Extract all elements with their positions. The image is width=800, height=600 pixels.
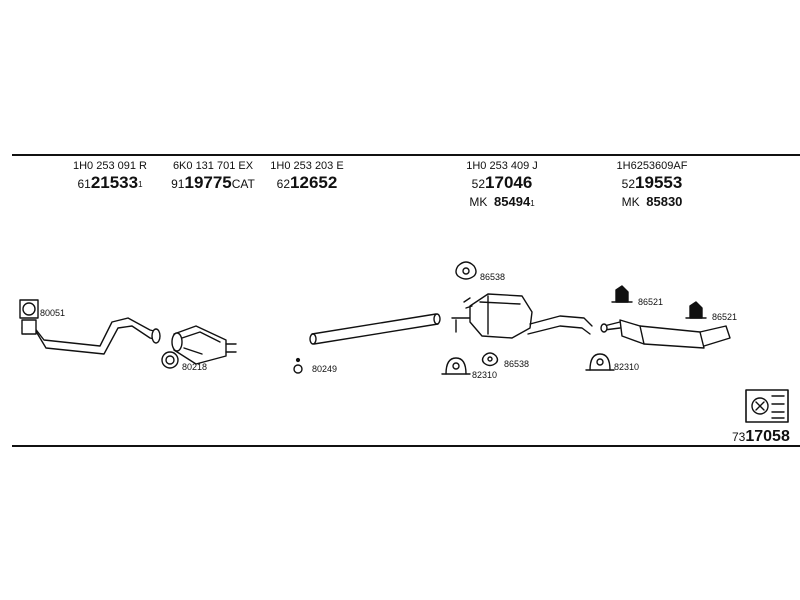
catalog-number: 7317058: [732, 428, 790, 446]
column-header-rear-silencer: 1H6253609AF 5219553 MK 85830: [602, 160, 702, 210]
hanger-icon: [611, 285, 633, 303]
article-number: 19553: [635, 173, 683, 192]
clamp-icon: [441, 357, 471, 375]
reference-number: 1H6253609AF: [616, 160, 688, 172]
mk-prefix: MK: [621, 195, 640, 209]
mk-number: 85830: [646, 194, 683, 209]
gasket-icon: [19, 299, 39, 319]
bottom-rule: [12, 445, 800, 447]
catalog-logo-icon: [745, 389, 789, 423]
part-label-clamp-right: 82310: [614, 362, 640, 372]
catalytic-converter-icon: [171, 325, 237, 365]
intermediate-pipe-icon: [309, 313, 441, 345]
part-label-hanger-right: 86521: [712, 312, 738, 322]
mk-prefix: MK: [469, 195, 488, 209]
mk-number: 85494: [494, 194, 531, 209]
middle-silencer-icon: [451, 293, 593, 339]
article-prefix: 52: [471, 177, 486, 191]
article-number: 12652: [290, 173, 338, 192]
part-label-small-ring: 80249: [312, 364, 338, 374]
ring-gasket-icon: [161, 351, 179, 369]
article-prefix: 62: [276, 177, 291, 191]
article-number: 21533: [90, 173, 139, 192]
hanger-icon: [685, 301, 707, 319]
part-label-clamp-left: 82310: [472, 370, 498, 380]
front-pipe-icon: [21, 317, 161, 355]
catalog-prefix: 73: [732, 430, 746, 444]
column-header-middle-silencer: 1H0 253 409 J 5217046 MK 854941: [452, 160, 552, 210]
top-rule: [12, 154, 800, 156]
part-label-gasket: 80051: [40, 308, 66, 318]
part-label-ring-gasket: 80218: [182, 362, 208, 372]
rubber-mount-icon: [481, 352, 499, 367]
rubber-mount-icon: [455, 261, 477, 280]
article-prefix: 91: [171, 177, 185, 191]
column-header-intermediate-pipe: 1H0 253 203 E 6212652: [262, 160, 352, 194]
article-suffix: CAT: [231, 177, 255, 191]
article-number: 17046: [485, 173, 533, 192]
rear-silencer-icon: [600, 319, 731, 349]
footnote-mark: 1: [530, 199, 535, 208]
small-ring-icon: [293, 357, 303, 374]
article-number: 19775: [184, 173, 232, 192]
reference-number: 1H0 253 203 E: [270, 160, 344, 172]
footnote-mark: 1: [138, 180, 143, 189]
reference-number: 6K0 131 701 EX: [172, 160, 254, 172]
article-prefix: 61: [77, 177, 91, 191]
reference-number: 1H0 253 091 R: [73, 160, 147, 172]
column-header-front-pipe: 1H0 253 091 R 61215331: [60, 160, 160, 194]
part-label-rubber-mount-lower: 86538: [504, 359, 530, 369]
reference-number: 1H0 253 409 J: [466, 160, 538, 172]
article-prefix: 52: [621, 177, 636, 191]
catalog-main-number: 17058: [745, 428, 790, 445]
clamp-icon: [585, 353, 615, 371]
column-header-catalytic-converter: 6K0 131 701 EX 9119775CAT: [158, 160, 268, 194]
part-label-rubber-mount-top: 86538: [480, 272, 506, 282]
part-label-hanger-left: 86521: [638, 297, 664, 307]
